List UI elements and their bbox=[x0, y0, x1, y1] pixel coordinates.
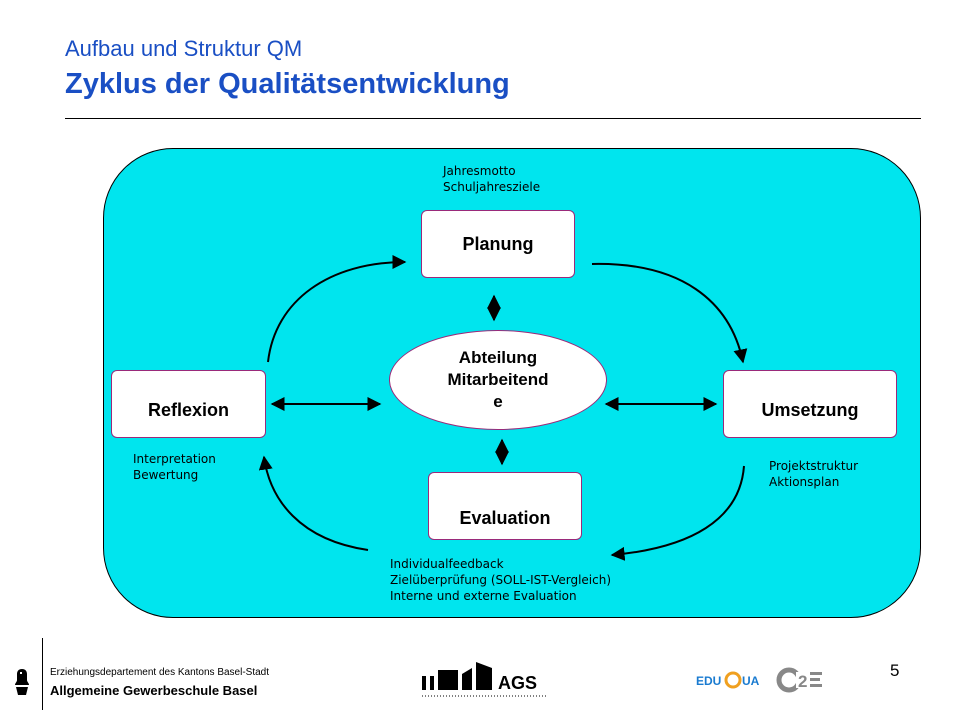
center-label-line2: Mitarbeitend bbox=[447, 370, 549, 389]
box-evaluation: Evaluation bbox=[428, 472, 582, 540]
box-reflexion: Reflexion bbox=[111, 370, 266, 438]
note-umsetzung-line: Aktionsplan bbox=[769, 475, 840, 489]
center-label-line1: Abteilung bbox=[458, 348, 538, 367]
page-number: 5 bbox=[890, 661, 900, 680]
arrow-reflexion-to-planung bbox=[267, 255, 407, 363]
note-umsetzung: Projektstruktur Aktionsplan bbox=[769, 458, 858, 490]
q2e-logo: 2 bbox=[776, 667, 822, 693]
note-evaluation-line: Zielüberprüfung (SOLL-IST-Vergleich) bbox=[390, 573, 612, 587]
basel-crest-logo bbox=[15, 669, 29, 695]
box-planung-label: Planung bbox=[462, 233, 534, 254]
footer-divider bbox=[42, 638, 43, 710]
ags-logo-text: AGS bbox=[498, 673, 537, 693]
box-umsetzung-label: Umsetzung bbox=[761, 400, 859, 420]
arrow-planung-to-umsetzung bbox=[591, 262, 748, 364]
title-divider bbox=[65, 118, 921, 119]
note-planung-line: Schuljahresziele bbox=[443, 180, 541, 194]
center-ellipse: Abteilung Mitarbeitend e bbox=[389, 330, 607, 430]
ags-logo: AGS bbox=[422, 662, 548, 697]
box-planung: Planung bbox=[421, 210, 575, 278]
note-planung-line: Jahresmotto bbox=[443, 164, 516, 178]
note-evaluation: Individualfeedback Zielüberprüfung (SOLL… bbox=[390, 556, 611, 604]
svg-text:UA: UA bbox=[742, 674, 760, 688]
footer-school: Allgemeine Gewerbeschule Basel bbox=[50, 683, 258, 698]
box-evaluation-label: Evaluation bbox=[459, 508, 551, 528]
note-planung: Jahresmotto Schuljahresziele bbox=[443, 163, 540, 195]
box-umsetzung: Umsetzung bbox=[723, 370, 897, 438]
note-evaluation-line: Individualfeedback bbox=[390, 557, 504, 571]
note-reflexion-line: Interpretation bbox=[133, 452, 216, 466]
eduqua-logo: EDU UA bbox=[696, 671, 760, 689]
note-umsetzung-line: Projektstruktur bbox=[769, 459, 859, 473]
svg-text:EDU: EDU bbox=[696, 674, 721, 688]
slide-subtitle: Aufbau und Struktur QM bbox=[65, 36, 303, 61]
arrow-umsetzung-to-evaluation bbox=[610, 465, 745, 561]
box-reflexion-label: Reflexion bbox=[147, 400, 230, 420]
arrow-evaluation-to-reflexion bbox=[258, 455, 369, 551]
note-reflexion: Interpretation Bewertung bbox=[133, 451, 216, 483]
footer-department: Erziehungsdepartement des Kantons Basel-… bbox=[50, 667, 270, 678]
center-label-line3: e bbox=[493, 392, 503, 411]
note-reflexion-line: Bewertung bbox=[133, 468, 199, 482]
note-evaluation-line: Interne und externe Evaluation bbox=[390, 589, 577, 603]
svg-text:2: 2 bbox=[798, 672, 807, 691]
slide-title: Zyklus der Qualitätsentwicklung bbox=[65, 68, 510, 100]
